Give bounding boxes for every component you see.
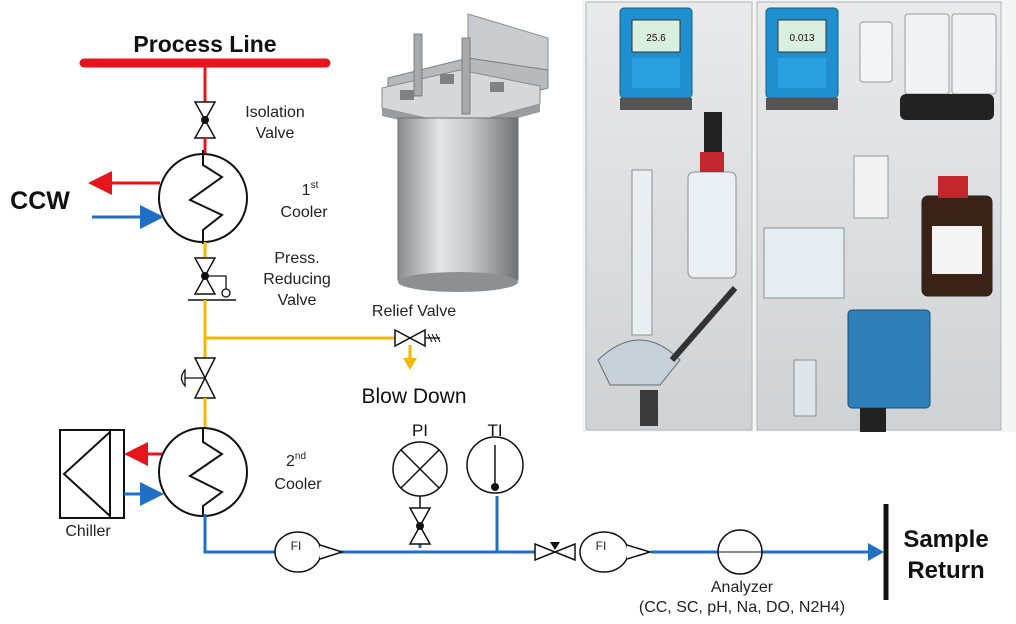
- process-line-label: Process Line: [133, 31, 276, 57]
- pressure-indicator-label: PI: [412, 421, 428, 440]
- pressure-indicator-icon: [392, 441, 448, 545]
- first-cooler-label: 1st: [302, 180, 319, 199]
- manual-valve-icon: [180, 357, 217, 399]
- sample-return-label-1: Sample: [903, 526, 988, 553]
- prv-label-2: Reducing: [263, 271, 331, 288]
- isolation-valve-icon: [193, 101, 217, 139]
- chiller-icon: [59, 429, 125, 519]
- second-cooler-superscript: nd: [295, 451, 306, 462]
- sample-cooler-photo: [381, 13, 549, 292]
- first-cooler-number: 1: [302, 182, 311, 199]
- left-display-value: 25.6: [646, 33, 666, 44]
- blow-down-label: Blow Down: [361, 385, 466, 408]
- prv-label-3: Valve: [278, 292, 317, 309]
- process-line: Process Line: [79, 31, 331, 102]
- second-cooler-icon: [158, 427, 248, 517]
- first-cooler-icon: [158, 150, 248, 244]
- analyzer-icon: [717, 529, 763, 575]
- flow-indicator-2-label: FI: [596, 539, 607, 553]
- flow-indicator-1-icon: [274, 531, 345, 573]
- relief-valve-label: Relief Valve: [372, 303, 456, 320]
- analyzer-label: Analyzer: [711, 579, 774, 596]
- analyzer-panel-photo: 25.6 0.013: [582, 0, 1016, 432]
- temperature-indicator-label: TI: [487, 421, 502, 440]
- first-cooler-word: Cooler: [280, 204, 328, 221]
- temperature-indicator-icon: [466, 436, 524, 494]
- sample-return-label-2: Return: [907, 557, 984, 584]
- second-cooler-label: 2nd: [286, 451, 306, 470]
- sample-line: [203, 496, 884, 561]
- right-display-value: 0.013: [789, 33, 814, 44]
- isolation-valve-label-2: Valve: [256, 125, 295, 142]
- chiller-label: Chiller: [65, 523, 111, 540]
- flow-indicator-1-label: FI: [291, 539, 302, 553]
- first-cooler-superscript: st: [311, 180, 319, 191]
- needle-valve-icon: [534, 542, 576, 562]
- isolation-valve-label-1: Isolation: [245, 104, 305, 121]
- second-cooler-word: Cooler: [274, 476, 322, 493]
- prv-label-1: Press.: [274, 250, 319, 267]
- second-cooler-number: 2: [286, 453, 295, 470]
- pressure-reducing-valve-icon: [188, 257, 236, 301]
- ccw-label: CCW: [10, 187, 70, 215]
- analyzer-params-label: (CC, SC, pH, Na, DO, N2H4): [639, 599, 845, 616]
- relief-valve-icon: [394, 328, 441, 370]
- flow-indicator-2-icon: [579, 531, 653, 573]
